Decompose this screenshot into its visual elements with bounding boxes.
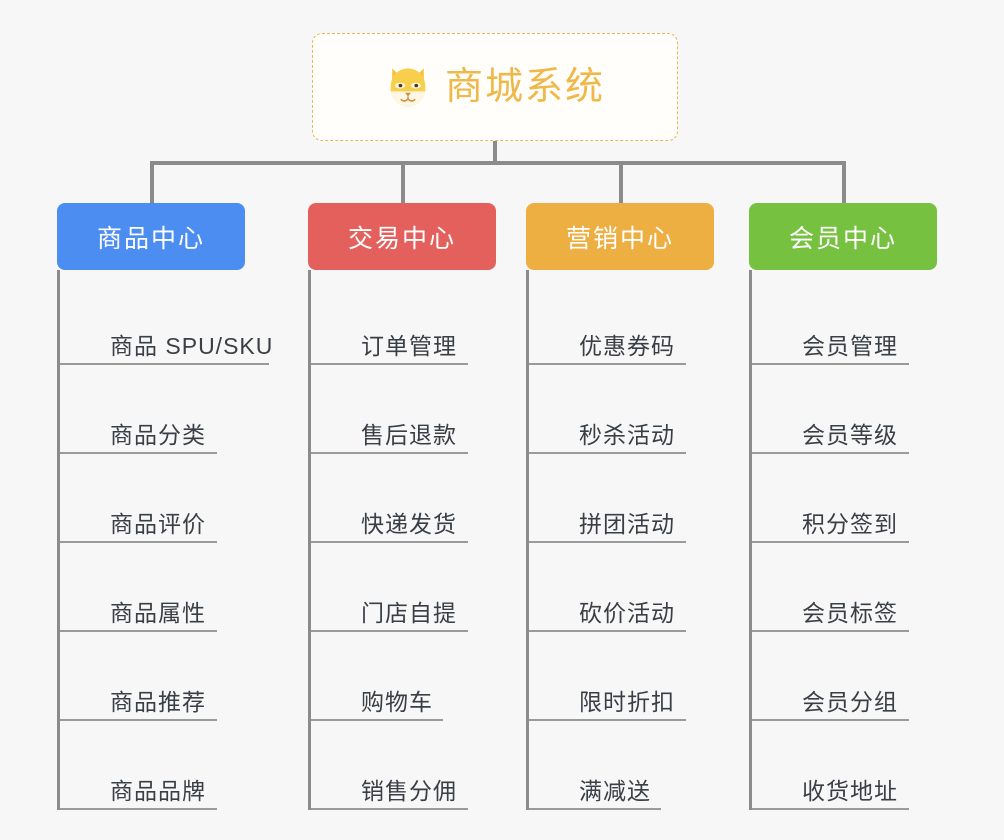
leaf-item[interactable]: 收货地址	[752, 721, 937, 810]
leaf-item[interactable]: 满减送	[529, 721, 714, 810]
leaf-item-underline	[311, 808, 468, 810]
leaf-item[interactable]: 快递发货	[311, 454, 496, 543]
leaf-item-underline	[529, 808, 661, 810]
leaf-item-label: 商品品牌	[110, 777, 206, 804]
leaf-item-label: 门店自提	[361, 599, 457, 626]
leaf-item-label: 订单管理	[361, 332, 457, 359]
root-node[interactable]: 商城系统	[312, 33, 678, 141]
leaf-item-underline	[529, 452, 686, 454]
leaf-item[interactable]: 砍价活动	[529, 543, 714, 632]
root-title: 商城系统	[444, 66, 605, 108]
leaf-item-underline	[60, 719, 217, 721]
leaf-item-underline	[311, 363, 468, 365]
category-box-2[interactable]: 营销中心	[526, 203, 714, 270]
leaf-item-underline	[60, 363, 269, 365]
leaf-item-underline	[752, 719, 909, 721]
leaf-item-label: 会员等级	[802, 421, 898, 448]
leaf-item[interactable]: 会员等级	[752, 365, 937, 454]
leaf-item[interactable]: 商品属性	[60, 543, 279, 632]
leaf-item[interactable]: 商品分类	[60, 365, 279, 454]
leaf-item[interactable]: 限时折扣	[529, 632, 714, 721]
leaf-item-label: 积分签到	[802, 510, 898, 537]
leaf-item-underline	[752, 452, 909, 454]
leaf-item-label: 商品属性	[110, 599, 206, 626]
leaf-list-3: 会员管理会员等级积分签到会员标签会员分组收货地址	[749, 270, 937, 810]
leaf-item[interactable]: 优惠券码	[529, 276, 714, 365]
leaf-list-0: 商品 SPU/SKU 商品分类商品评价商品属性商品推荐商品品牌	[57, 270, 279, 810]
leaf-item-underline	[529, 363, 686, 365]
leaf-item-label: 购物车	[361, 688, 433, 715]
leaf-item[interactable]: 门店自提	[311, 543, 496, 632]
leaf-item-label: 售后退款	[361, 421, 457, 448]
leaf-item[interactable]: 销售分佣	[311, 721, 496, 810]
leaf-item[interactable]: 售后退款	[311, 365, 496, 454]
leaf-item-underline	[529, 541, 686, 543]
leaf-item-label: 会员管理	[802, 332, 898, 359]
connector-drop-3	[619, 161, 623, 216]
leaf-item[interactable]: 会员分组	[752, 632, 937, 721]
connector-drop-2	[401, 161, 405, 216]
leaf-item-label: 拼团活动	[579, 510, 675, 537]
leaf-item-underline	[60, 452, 217, 454]
leaf-item-label: 收货地址	[802, 777, 898, 804]
leaf-item-underline	[752, 630, 909, 632]
leaf-item[interactable]: 订单管理	[311, 276, 496, 365]
leaf-item[interactable]: 会员标签	[752, 543, 937, 632]
leaf-item-underline	[529, 630, 686, 632]
leaf-item-label: 满减送	[579, 777, 651, 804]
leaf-list-2: 优惠券码秒杀活动拼团活动砍价活动限时折扣满减送	[526, 270, 714, 810]
leaf-item[interactable]: 拼团活动	[529, 454, 714, 543]
category-label-3: 会员中心	[788, 224, 897, 253]
leaf-item[interactable]: 购物车	[311, 632, 496, 721]
leaf-item-underline	[311, 541, 468, 543]
leaf-item-underline	[752, 541, 909, 543]
leaf-item[interactable]: 秒杀活动	[529, 365, 714, 454]
leaf-item[interactable]: 商品 SPU/SKU	[60, 276, 279, 365]
connector-drop-4	[842, 161, 846, 216]
leaf-list-1: 订单管理售后退款快递发货门店自提购物车销售分佣	[308, 270, 496, 810]
leaf-item-underline	[752, 808, 909, 810]
leaf-item-label: 秒杀活动	[579, 421, 675, 448]
leaf-item-label: 商品推荐	[110, 688, 206, 715]
category-column-3: 会员中心 会员管理会员等级积分签到会员标签会员分组收货地址	[749, 203, 937, 810]
category-label-2: 营销中心	[565, 224, 674, 253]
connector-root-stem	[493, 141, 497, 164]
leaf-item-label: 商品 SPU/SKU	[110, 332, 274, 359]
leaf-item-underline	[60, 630, 217, 632]
leaf-item[interactable]: 商品品牌	[60, 721, 279, 810]
leaf-item[interactable]: 商品推荐	[60, 632, 279, 721]
leaf-item-underline	[311, 719, 443, 721]
leaf-item[interactable]: 积分签到	[752, 454, 937, 543]
leaf-item-label: 优惠券码	[579, 332, 675, 359]
category-column-2: 营销中心 优惠券码秒杀活动拼团活动砍价活动限时折扣满减送	[526, 203, 714, 810]
category-label-0: 商品中心	[96, 224, 205, 253]
leaf-item-underline	[529, 719, 686, 721]
leaf-item-underline	[60, 541, 217, 543]
shiba-dog-icon	[390, 68, 426, 108]
leaf-item-label: 限时折扣	[579, 688, 675, 715]
leaf-item[interactable]: 会员管理	[752, 276, 937, 365]
category-label-1: 交易中心	[347, 224, 456, 253]
leaf-item-label: 会员分组	[802, 688, 898, 715]
leaf-item-label: 销售分佣	[361, 777, 457, 804]
leaf-item-underline	[60, 808, 217, 810]
category-column-1: 交易中心 订单管理售后退款快递发货门店自提购物车销售分佣	[308, 203, 496, 810]
connector-horizontal-bus	[150, 161, 846, 165]
leaf-item-underline	[752, 363, 909, 365]
leaf-item[interactable]: 商品评价	[60, 454, 279, 543]
leaf-item-label: 商品分类	[110, 421, 206, 448]
leaf-item-underline	[311, 630, 468, 632]
leaf-item-label: 会员标签	[802, 599, 898, 626]
category-box-3[interactable]: 会员中心	[749, 203, 937, 270]
category-box-0[interactable]: 商品中心	[57, 203, 245, 270]
category-column-0: 商品中心 商品 SPU/SKU 商品分类商品评价商品属性商品推荐商品品牌	[57, 203, 279, 810]
leaf-item-label: 商品评价	[110, 510, 206, 537]
category-box-1[interactable]: 交易中心	[308, 203, 496, 270]
leaf-item-label: 砍价活动	[579, 599, 675, 626]
leaf-item-underline	[311, 452, 468, 454]
connector-drop-1	[150, 161, 154, 216]
leaf-item-label: 快递发货	[361, 510, 457, 537]
